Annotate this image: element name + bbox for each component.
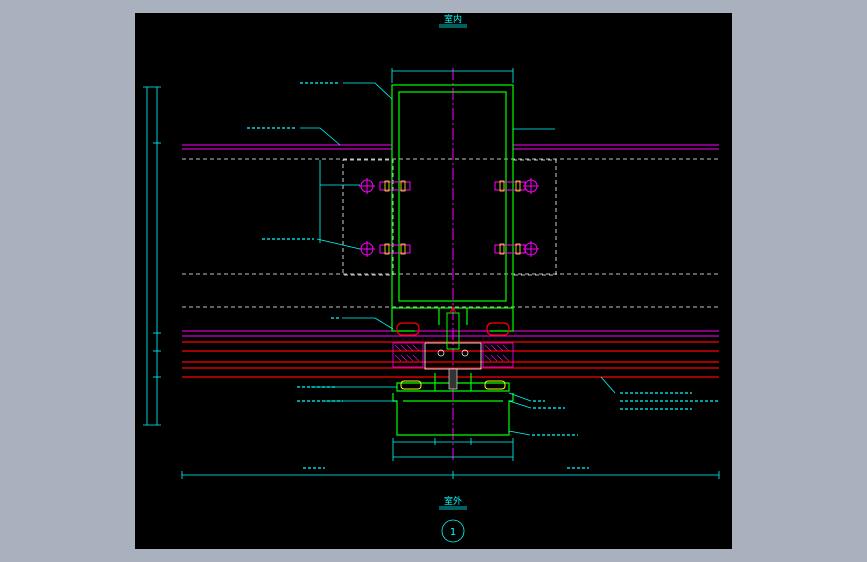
gaskets — [392, 305, 514, 390]
dashed-lines — [182, 158, 719, 308]
panel-lines — [182, 144, 719, 337]
section-drawing: 室内 室外 1 — [143, 13, 720, 543]
bolt-nuts — [384, 180, 521, 255]
bolts — [359, 178, 539, 257]
title-indoor: 室内 — [444, 13, 462, 25]
leaders — [300, 82, 616, 436]
annotation-glyphs — [247, 82, 720, 469]
cad-viewport[interactable]: 室内 室外 1 — [135, 13, 732, 549]
title-outdoor: 室外 — [444, 495, 462, 507]
detail-marker-icon: 1 — [441, 519, 465, 543]
title-bottom: 室外 — [439, 495, 467, 510]
detail-number: 1 — [450, 527, 456, 538]
mullion — [391, 84, 514, 332]
title-top: 室内 — [439, 13, 467, 28]
dimensions — [143, 68, 720, 479]
